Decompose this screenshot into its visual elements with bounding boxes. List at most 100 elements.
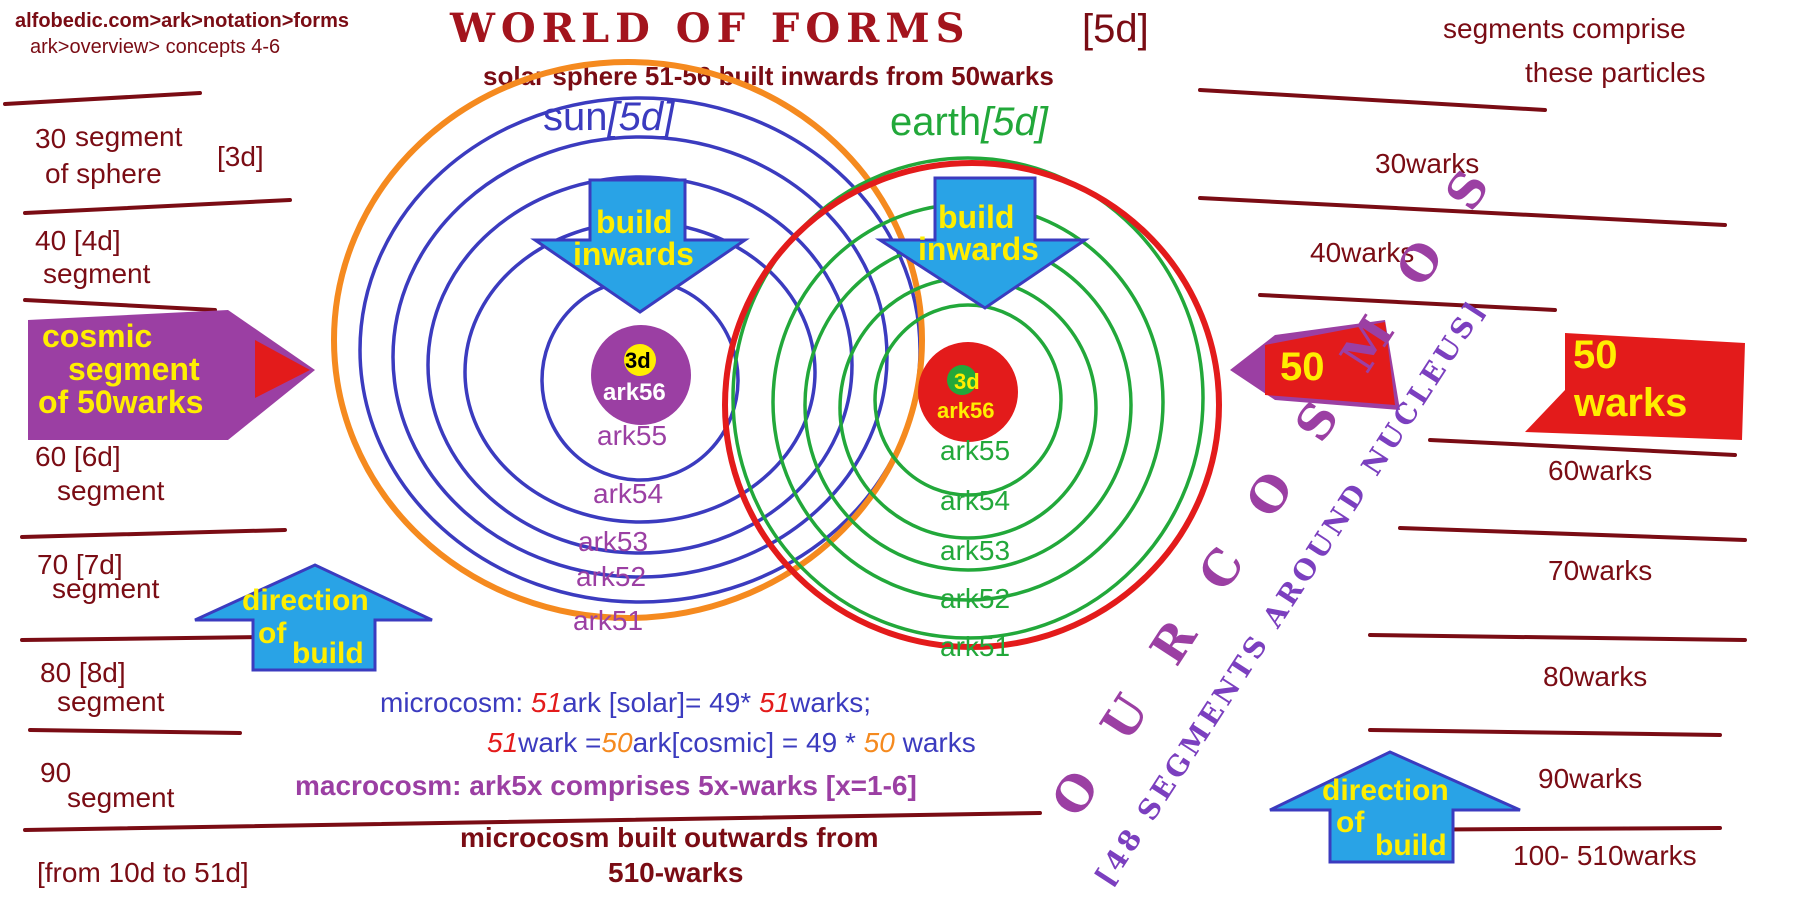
- sun-orange-sphere: [331, 59, 925, 621]
- cosmic-segment-arrow: [28, 310, 315, 440]
- earth-label-name: earth: [890, 100, 981, 144]
- direction-left-line-3: build: [292, 637, 364, 670]
- earth-red-sphere: [722, 160, 1222, 650]
- left-seg-30-num: 30: [35, 123, 66, 154]
- earth-core-bottom: ark56: [937, 398, 995, 423]
- formula-1-b: 51: [531, 687, 562, 718]
- segment-line-left-1: [3, 91, 202, 106]
- formula-2-c: 50: [601, 727, 633, 758]
- right-warks-40: 40warks: [1310, 237, 1414, 268]
- earth-build-inwards-arrow: [874, 176, 1090, 310]
- direction-build-right-arrow: [1269, 750, 1521, 864]
- earth-ring-label-53: ark53: [940, 535, 1010, 566]
- formula-line-2: 51wark =50ark[cosmic] = 49 * 50 warks: [487, 727, 976, 758]
- segment-line-right-6: [1368, 633, 1747, 642]
- sun-build-inwards-arrow: [530, 178, 750, 314]
- earth-ring-label-54: ark54: [940, 485, 1010, 516]
- formula-1-d: 51: [759, 687, 790, 718]
- sun-label-dim: [5d]: [607, 95, 676, 139]
- segment-line-left-6: [28, 728, 242, 735]
- formula-2-f: warks: [895, 727, 976, 758]
- left-seg-30-sphere: of sphere: [45, 158, 162, 189]
- earth-ring-label-52: ark52: [940, 583, 1010, 614]
- left-seg-30-word: segment: [75, 121, 183, 152]
- right-box-line-2: warks: [1573, 381, 1687, 425]
- formula-1-a: microcosm:: [380, 687, 531, 718]
- left-seg-60-num: 60 [6d]: [35, 441, 121, 472]
- macrocosm-text: macrocosm: ark5x comprises 5x-warks [x=1…: [295, 770, 917, 801]
- top-right-line-1: segments comprise: [1443, 13, 1686, 44]
- sun-ring-labels: ark55 ark54 ark53 ark52 ark51: [573, 420, 667, 636]
- right-warks-labels: 30warks 40warks 60warks 70warks 80warks …: [1310, 148, 1697, 871]
- formula-2-b: wark =: [517, 727, 601, 758]
- earth-ring-5: [873, 303, 1063, 497]
- direction-left-line-1: direction: [242, 584, 369, 617]
- segment-line-left-2: [23, 198, 292, 215]
- sun-ring-label-54: ark54: [593, 478, 663, 509]
- left-seg-40-num: 40 [4d]: [35, 225, 121, 256]
- segment-line-right-1: [1198, 88, 1547, 112]
- sun-ring-label-52: ark52: [576, 561, 646, 592]
- right-50-label: 50: [1280, 345, 1325, 389]
- left-seg-60-word: segment: [57, 475, 165, 506]
- sun-core-dot: [624, 344, 656, 376]
- formula-1-e: warks;: [789, 687, 871, 718]
- right-warks-70: 70warks: [1548, 555, 1652, 586]
- bottom-line-2: 510-warks: [608, 857, 743, 888]
- segment-line-right-5: [1398, 526, 1747, 542]
- sun-ring-label-55: ark55: [597, 420, 667, 451]
- earth-core-dot: [947, 365, 977, 395]
- direction-left-line-2: of: [258, 617, 287, 650]
- earth-arrow-line-1: build: [938, 199, 1014, 235]
- right-warks-60: 60warks: [1548, 455, 1652, 486]
- earth-label: earth[5d]: [890, 100, 1049, 144]
- formula-2-d: ark[cosmic] = 49 *: [633, 727, 864, 758]
- left-seg-80-word: segment: [57, 686, 165, 717]
- left-seg-40-word: segment: [43, 258, 151, 289]
- segment-line-right-2: [1198, 196, 1727, 227]
- formula-line-1: microcosm: 51ark [solar]= 49* 51warks;: [380, 687, 871, 718]
- segment-line-left-5: [20, 635, 267, 642]
- cosmic-arrow-red-tip: [255, 340, 310, 398]
- earth-ring-labels: ark55 ark54 ark53 ark52 ark51: [940, 435, 1010, 662]
- formula-1-c: ark [solar]= 49*: [562, 687, 759, 718]
- right-warks-30: 30warks: [1375, 148, 1479, 179]
- direction-right-line-3: build: [1375, 829, 1447, 862]
- sun-ring-label-53: ark53: [578, 526, 648, 557]
- earth-ring-label-51: ark51: [940, 631, 1010, 662]
- left-segment-labels: 30 segment of sphere [3d] 40 [4d] segmen…: [35, 121, 264, 888]
- earth-arrow-line-2: inwards: [918, 231, 1039, 267]
- segment-line-right-7: [1368, 728, 1722, 737]
- bottom-line-1: microcosm built outwards from: [460, 822, 879, 853]
- left-seg-90-word: segment: [67, 782, 175, 813]
- sun-core-top: 3d: [625, 348, 651, 373]
- earth-label-dim: [5d]: [980, 100, 1049, 144]
- page-title: WORLD OF FORMS: [449, 5, 971, 52]
- cosmic-arrow-line-1: cosmic: [42, 318, 152, 354]
- left-footer: [from 10d to 51d]: [37, 857, 249, 888]
- segment-line-right-3: [1258, 293, 1557, 312]
- direction-right-line-2: of: [1336, 806, 1365, 839]
- breadcrumb-line-2: ark>overview> concepts 4-6: [30, 36, 280, 58]
- earth-ring-1: [731, 156, 1205, 640]
- sun-label: sun[5d]: [543, 95, 675, 139]
- page-title-suffix: [5d]: [1082, 7, 1149, 51]
- segment-line-left-3: [23, 298, 217, 312]
- left-seg-90-num: 90: [40, 757, 71, 788]
- breadcrumb-line-1[interactable]: alfobedic.com>ark>notation>forms: [15, 10, 349, 32]
- left-seg-30-dim: [3d]: [217, 141, 264, 172]
- formula-2-e: 50: [864, 727, 896, 758]
- left-seg-70-num: 70 [7d]: [37, 549, 123, 580]
- direction-build-left-arrow: [194, 563, 433, 672]
- right-warks-100-510: 100- 510warks: [1513, 840, 1697, 871]
- sun-arrow-line-1: build: [596, 204, 672, 240]
- earth-core-top: 3d: [954, 369, 980, 394]
- segment-line-left-4: [20, 528, 287, 539]
- left-seg-70-word: segment: [52, 573, 160, 604]
- cosmic-arrow-line-3: of 50warks: [38, 384, 203, 420]
- sun-ring-3: [426, 175, 854, 555]
- sun-ring-label-51: ark51: [573, 605, 643, 636]
- formula-2-a: 51: [487, 727, 518, 758]
- top-right-line-2: these particles: [1525, 57, 1706, 88]
